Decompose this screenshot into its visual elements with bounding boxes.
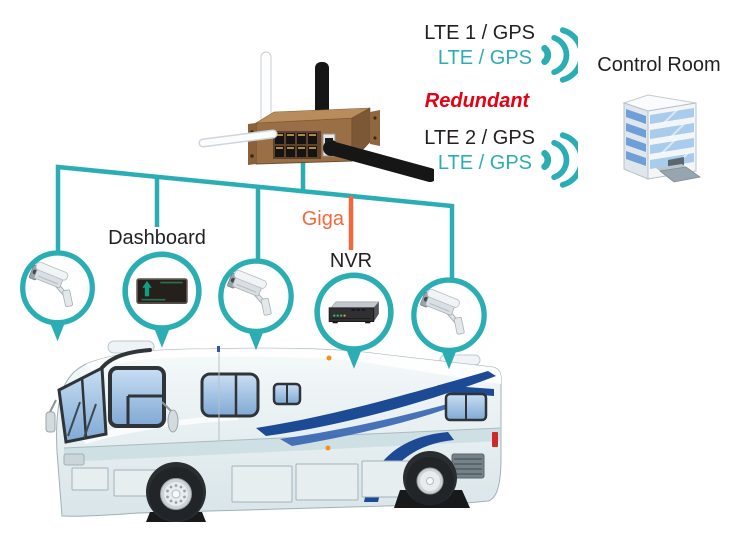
lte1-label: LTE 1 / GPS [424, 22, 535, 44]
nvr-device-icon [328, 301, 380, 324]
rv-bus-illustration [45, 340, 502, 522]
callout-camera-3 [411, 277, 487, 370]
cellular-router-device [198, 51, 434, 182]
dashboard-display-icon [136, 278, 188, 304]
lan-trunk-line [55, 164, 455, 281]
callout-dashboard [122, 251, 202, 348]
redundant-label: Redundant [424, 90, 530, 112]
cctv-camera-icon [28, 261, 73, 308]
cctv-camera-icon [420, 288, 465, 335]
dashboard-label: Dashboard [108, 227, 206, 249]
giga-label: Giga [301, 208, 344, 230]
callout-nvr [314, 272, 394, 369]
callout-camera-1 [20, 250, 95, 342]
nvr-label: NVR [329, 250, 373, 272]
office-building-icon [622, 94, 701, 183]
control-room-label: Control Room [597, 54, 721, 76]
callout-camera-2 [218, 258, 294, 351]
ethernet-ports [275, 133, 317, 157]
lte2-wireless-label: LTE / GPS [437, 152, 532, 174]
cctv-camera-icon [227, 269, 272, 316]
signal-waves-icon [541, 132, 578, 188]
lte2-label: LTE 2 / GPS [424, 127, 535, 149]
signal-waves-icon [541, 27, 578, 83]
lte1-wireless-label: LTE / GPS [437, 47, 532, 69]
